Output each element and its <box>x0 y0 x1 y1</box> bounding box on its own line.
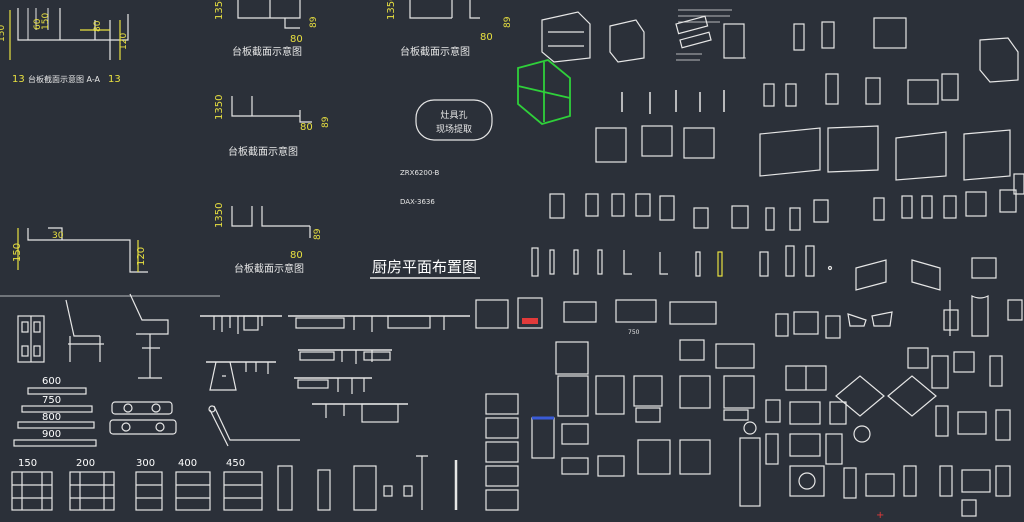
section-profile-4 <box>231 96 312 123</box>
dim-group-6: 150 30 120 <box>12 231 147 266</box>
dim-1350-d: 1350 <box>214 203 225 228</box>
section-label-3: 台板截面示意图 <box>400 45 470 58</box>
section-profile-2 <box>237 0 301 29</box>
dim-1350-b: 1350 <box>386 0 397 20</box>
drawer-900: 900 <box>42 429 61 440</box>
drawing-title: 厨房平面布置图 <box>372 258 477 276</box>
sinks-and-fixtures: + <box>765 295 1023 521</box>
dim-89-d: 89 <box>313 228 323 240</box>
stove-hole-line1: 灶具孔 <box>440 109 467 121</box>
dim-80-c: 80 <box>480 32 493 43</box>
drawer-750: 750 <box>42 395 61 406</box>
stove-hole-note: 灶具孔 现场提取 <box>415 99 493 141</box>
shelf-200: 200 <box>76 458 95 469</box>
dim-89-a: 89 <box>309 16 319 28</box>
rods <box>317 455 458 511</box>
dim-80-b: 80 <box>290 34 303 45</box>
dim-89-c: 89 <box>321 116 331 128</box>
dim-80-e: 80 <box>290 250 303 261</box>
bar-stool-icon <box>129 293 169 379</box>
model-label-1: ZRX6200-B <box>400 169 440 177</box>
red-indicator <box>522 318 538 324</box>
dim-750: 750 <box>628 329 640 336</box>
shelf-150: 150 <box>18 458 37 469</box>
stove-hole-line2: 现场提取 <box>436 124 472 135</box>
dim-group-2: 1350 89 80 <box>214 0 319 45</box>
shelf-450: 450 <box>226 458 245 469</box>
green-window <box>517 59 571 125</box>
section-profile-aa <box>17 8 129 60</box>
appliance-grid: 750 <box>475 297 761 511</box>
red-mark: + <box>876 510 884 518</box>
shelf-racks <box>11 465 293 511</box>
dim-120-a: 120 <box>119 33 129 50</box>
hob-icons <box>109 401 177 435</box>
shelf-400: 400 <box>178 458 197 469</box>
section-profile-3 <box>409 0 480 19</box>
dim-80-d: 80 <box>300 122 313 133</box>
hanging-rails <box>200 315 470 447</box>
drawer-600: 600 <box>42 376 61 387</box>
section-label-2: 台板截面示意图 <box>232 45 302 58</box>
dim-60-a: 60 <box>33 18 43 30</box>
dim-1350-a: 1350 <box>214 0 225 20</box>
dim-13-right: 13 <box>108 74 121 85</box>
dim-80-a: 80 <box>93 20 103 32</box>
chair-icon <box>65 299 104 362</box>
dim-150-b: 150 <box>41 13 51 30</box>
dim-group-4: 1350 89 80 <box>214 95 331 133</box>
section-profile-6 <box>27 227 148 273</box>
drawer-list: 600 750 800 900 <box>13 376 97 447</box>
door-panels <box>549 83 1017 231</box>
dim-120-b: 120 <box>136 247 147 266</box>
dim-group-aa: 150 60 150 80 120 13 13 <box>0 10 129 85</box>
dim-89-b: 89 <box>503 16 513 28</box>
section-label-aa: 台板截面示意图 A-A <box>28 74 101 84</box>
section-label-4: 台板截面示意图 <box>228 145 298 158</box>
table-block <box>17 315 45 363</box>
section-label-5: 台板截面示意图 <box>234 262 304 275</box>
handles <box>531 245 997 291</box>
dim-group-5: 1350 89 80 <box>214 203 323 261</box>
dim-30-a: 30 <box>52 231 64 241</box>
dim-group-3: 1350 89 80 <box>386 0 513 43</box>
dim-150-a: 150 <box>0 25 7 42</box>
wall-cabinets <box>541 11 1024 195</box>
drawer-800: 800 <box>42 412 61 423</box>
text-notes-top <box>676 9 746 61</box>
dim-13-left: 13 <box>12 74 25 85</box>
section-profile-5 <box>231 206 311 238</box>
shelf-labels: 150 200 300 400 450 <box>18 458 245 469</box>
model-label-2: DAX-3636 <box>400 198 435 206</box>
shelf-300: 300 <box>136 458 155 469</box>
dim-1350-c: 1350 <box>214 95 225 120</box>
